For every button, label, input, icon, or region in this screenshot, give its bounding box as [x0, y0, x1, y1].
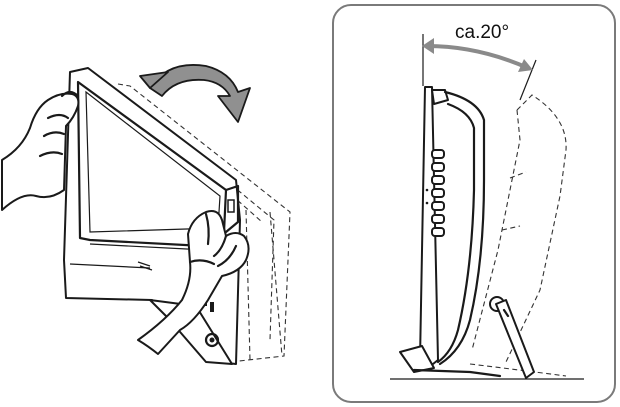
- tilted-monitor-profile: [469, 94, 567, 377]
- rotation-arrow-icon: [139, 64, 251, 123]
- left-illustration: [1, 64, 291, 365]
- monitor-side-profile: [399, 86, 535, 379]
- right-hand: [137, 210, 250, 355]
- side-view-panel: ca.20°: [332, 4, 616, 403]
- tilted-reference-line: [519, 59, 537, 101]
- angle-arrow-icon: [422, 38, 533, 72]
- angle-label: ca.20°: [455, 22, 509, 43]
- side-buttons: [425, 149, 445, 237]
- left-hand: [1, 90, 80, 211]
